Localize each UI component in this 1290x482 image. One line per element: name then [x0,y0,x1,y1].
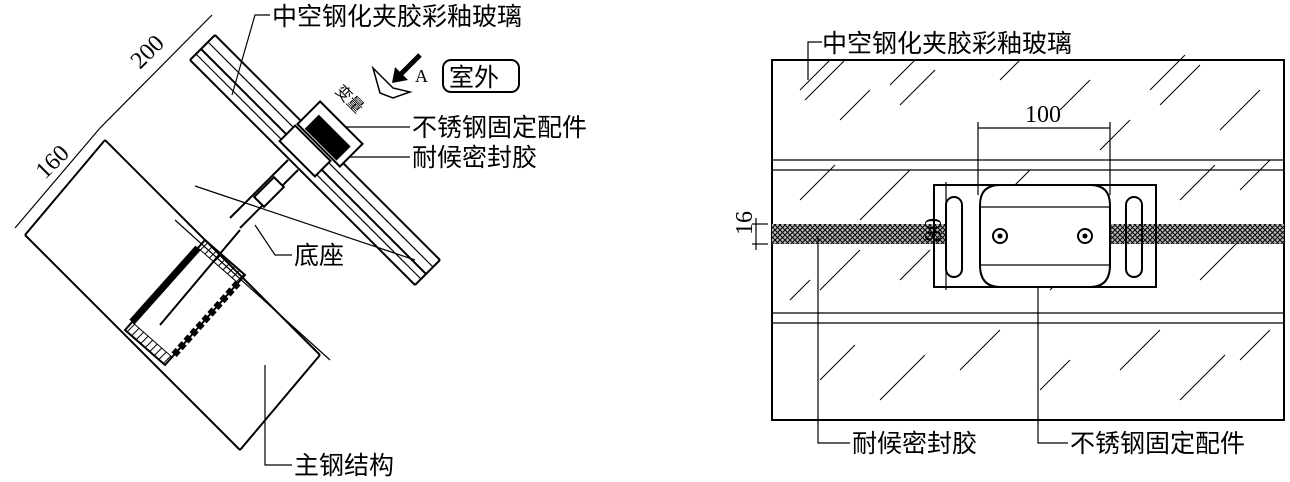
left-callouts: 中空钢化夹胶彩釉玻璃 不锈钢固定配件 耐候密封胶 底座 主钢结构 [231,2,587,480]
left-fixing-label: 不锈钢固定配件 [412,113,587,142]
dim-16: 16 [732,211,758,235]
left-sealant-label: 耐候密封胶 [412,143,537,172]
right-elevation-drawing: 100 80 16 中空钢化夹胶彩釉玻璃 耐候密封胶 不锈钢固定配件 [732,29,1285,458]
glass-reflection-streaks [789,54,1271,401]
sealant-strip-left [772,224,947,244]
dim-80: 80 [921,218,947,242]
variable-label: 变量 [332,81,368,117]
sealant-strip-right [1110,224,1284,244]
dimension-lines: 200 160 [14,14,213,229]
left-steel-label: 主钢结构 [294,451,394,480]
dim-100: 100 [1025,102,1061,128]
left-base-label: 底座 [294,241,344,270]
fixing-plate [933,184,1157,288]
dim-200: 200 [126,30,170,74]
main-steel-structure [24,139,416,451]
right-glass-label: 中空钢化夹胶彩釉玻璃 [822,29,1072,58]
left-glass-label: 中空钢化夹胶彩釉玻璃 [272,2,522,31]
bolt-icon [1077,228,1093,244]
fixing-assembly [229,100,364,229]
outdoor-box [442,59,520,93]
right-dimensions: 100 80 16 [732,102,1111,290]
right-callouts: 中空钢化夹胶彩釉玻璃 耐候密封胶 不锈钢固定配件 [807,29,1245,458]
right-fixing-label: 不锈钢固定配件 [1070,429,1245,458]
bolt-icon [992,228,1008,244]
left-section-drawing: 200 160 A 变量 室外 中空钢化夹胶彩釉玻璃 不锈钢固定配件 耐候密封胶… [14,2,587,480]
view-arrow: A 变量 室外 [332,53,520,117]
outdoor-label: 室外 [449,63,499,92]
view-mark-a: A [415,66,428,86]
dim-160: 160 [31,140,75,184]
right-sealant-label: 耐候密封胶 [852,429,977,458]
